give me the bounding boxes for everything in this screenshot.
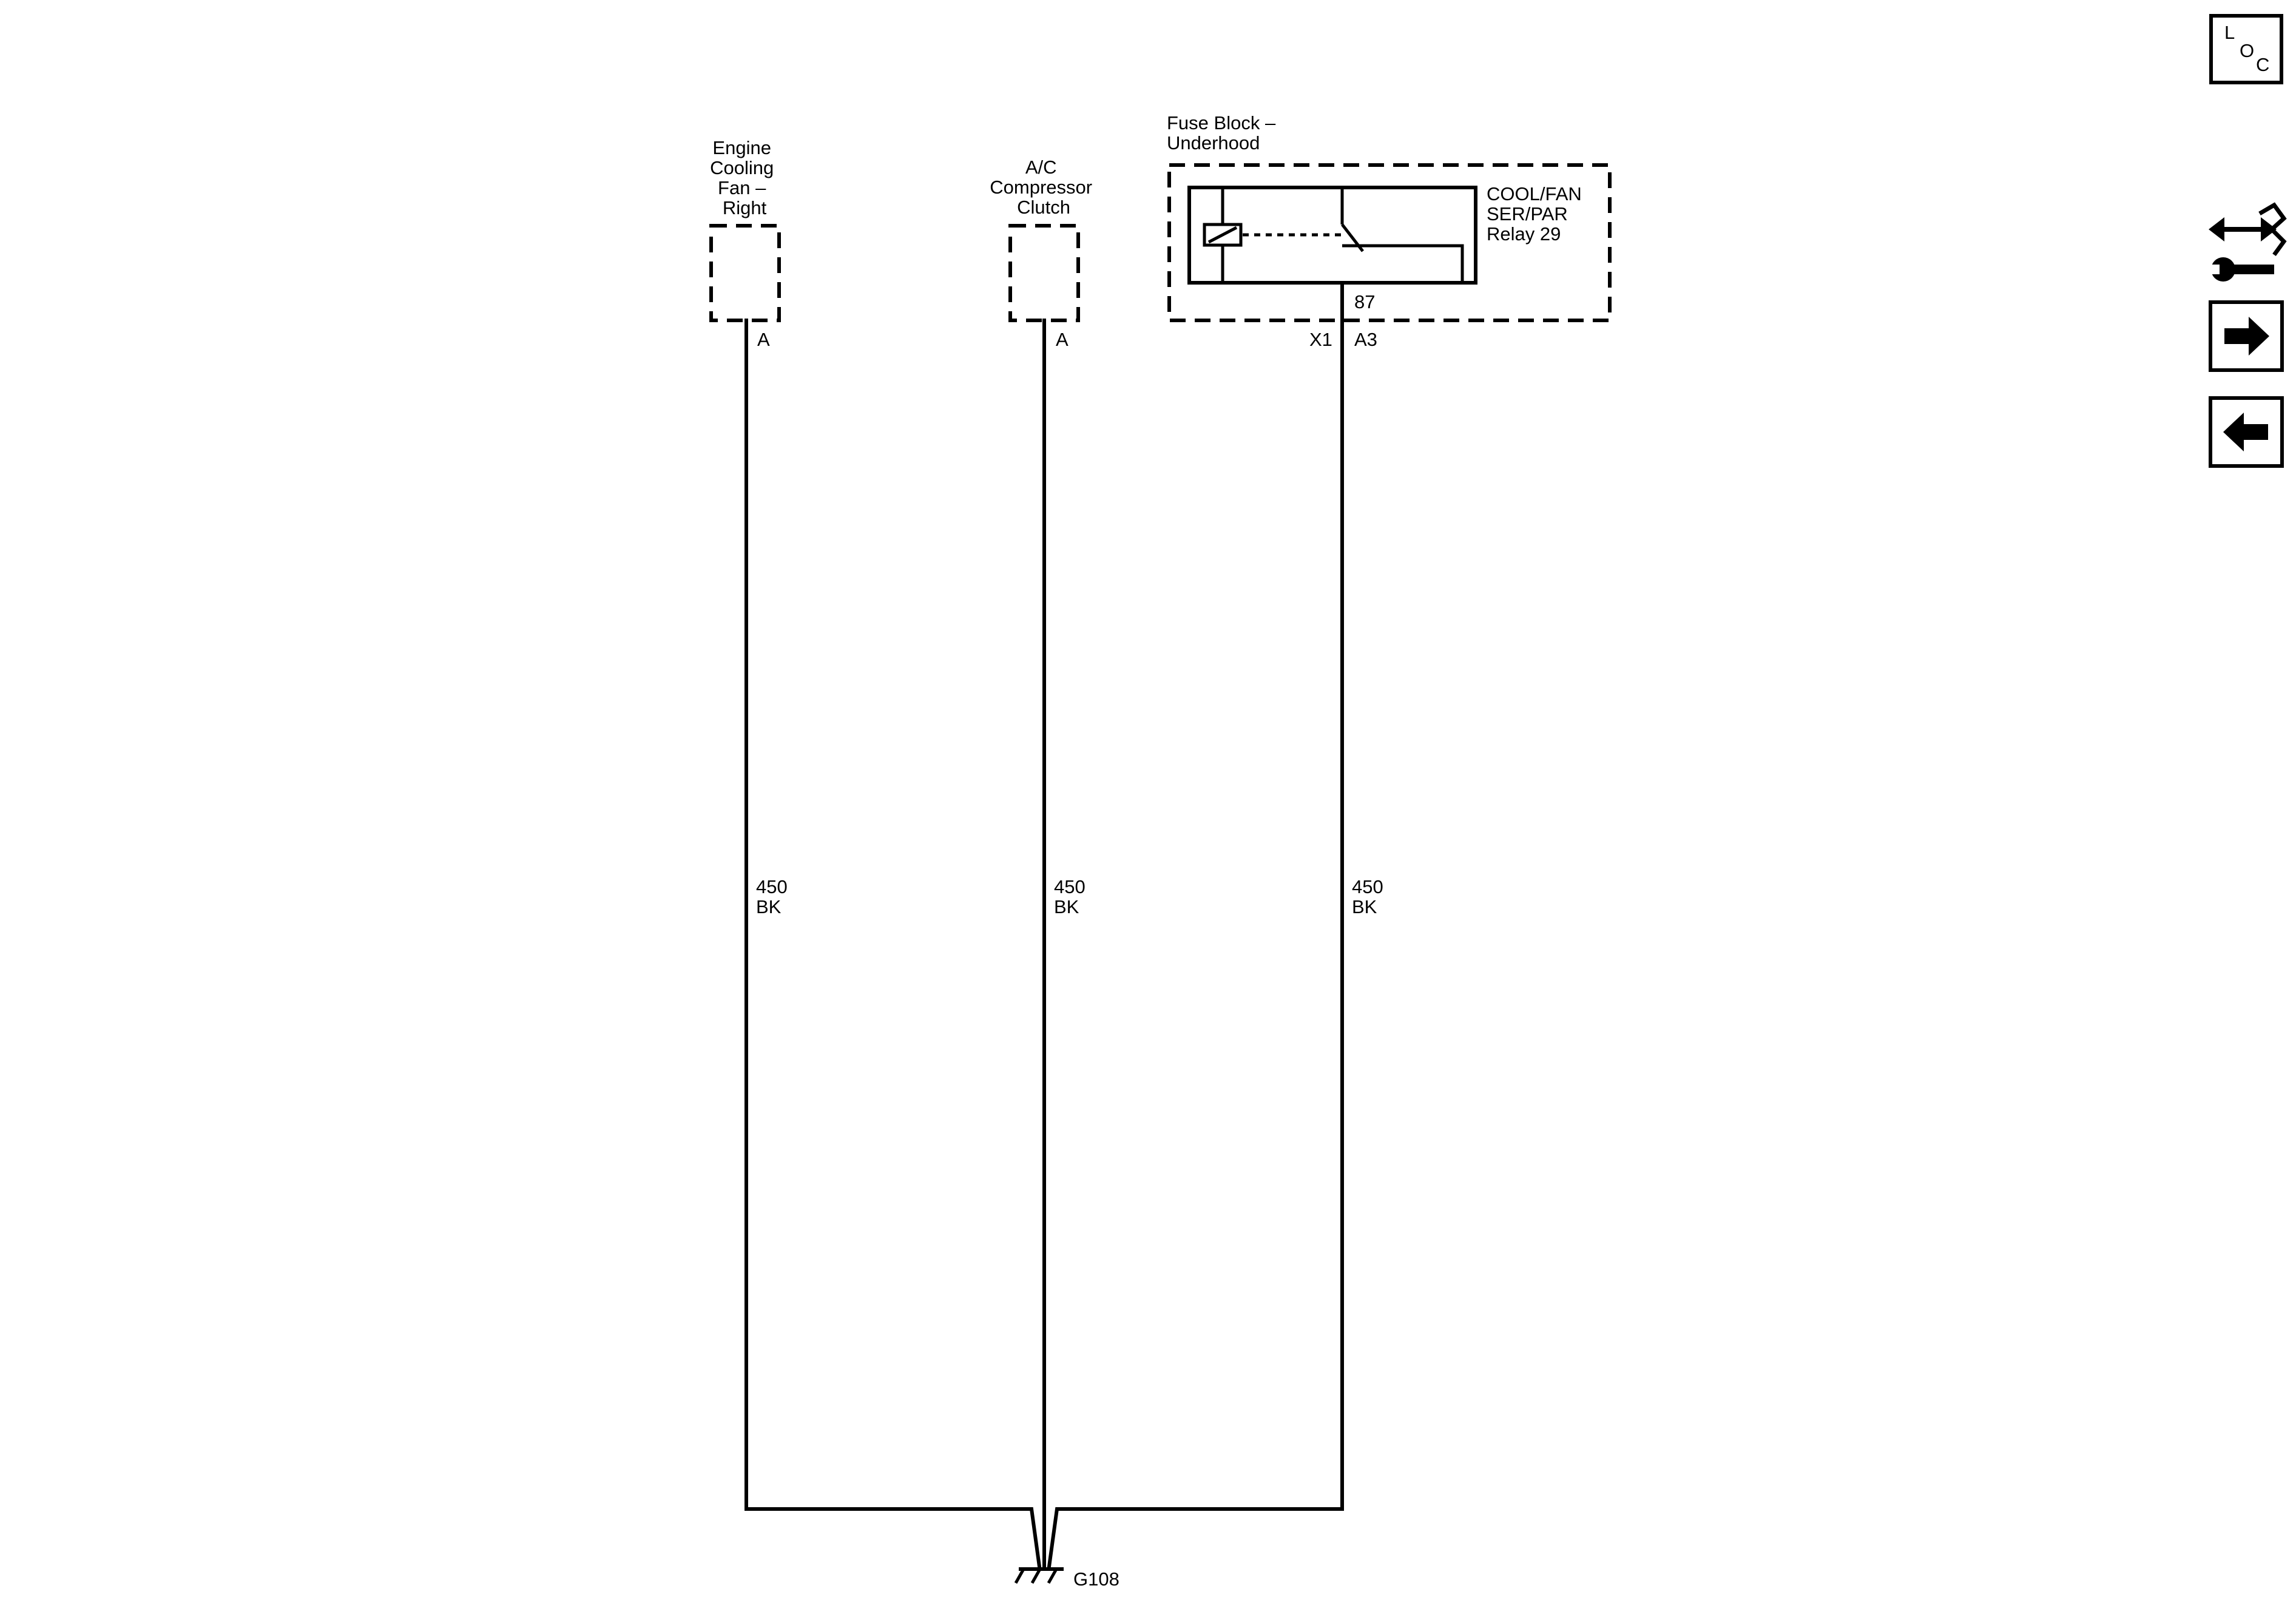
wire-1-label: 450 BK bbox=[756, 876, 792, 917]
fuse-block-label: Fuse Block – Underhood bbox=[1167, 112, 1281, 154]
relay-terminal-label: 87 bbox=[1354, 291, 1375, 312]
next-page-button[interactable] bbox=[2209, 300, 2284, 372]
cooling-fan-component: Engine Cooling Fan – Right A bbox=[709, 137, 781, 350]
svg-text:L: L bbox=[2224, 22, 2235, 43]
cooling-fan-label: Engine Cooling Fan – Right bbox=[710, 137, 779, 218]
ac-clutch-component: A/C Compressor Clutch A bbox=[990, 157, 1097, 350]
arrow-left-icon bbox=[2223, 413, 2268, 451]
svg-text:C: C bbox=[2256, 54, 2269, 75]
loc-button[interactable]: L O C bbox=[2209, 14, 2283, 84]
arrow-right-icon bbox=[2224, 317, 2269, 356]
relay-switch-contact bbox=[1342, 244, 1464, 283]
fuse-block-connector-label: X1 bbox=[1309, 329, 1332, 350]
relay-outline bbox=[1187, 186, 1477, 285]
ground-label: G108 bbox=[1073, 1568, 1119, 1590]
relay-29: COOL/FAN SER/PAR Relay 29 87 bbox=[1187, 183, 1587, 312]
splice-left bbox=[745, 1507, 1042, 1569]
ac-clutch-box bbox=[1008, 224, 1080, 322]
cooling-fan-box bbox=[709, 224, 781, 322]
fuse-block-component: Fuse Block – Underhood COOL/FAN SER/PAR … bbox=[1167, 112, 1612, 350]
connector-wrench-icon[interactable] bbox=[2204, 202, 2287, 282]
splice-right bbox=[1047, 1507, 1344, 1569]
relay-label: COOL/FAN SER/PAR Relay 29 bbox=[1487, 183, 1587, 245]
wire-3-label: 450 BK bbox=[1352, 876, 1388, 917]
ac-clutch-label: A/C Compressor Clutch bbox=[990, 157, 1097, 218]
svg-text:O: O bbox=[2240, 40, 2254, 61]
previous-page-button[interactable] bbox=[2209, 396, 2284, 468]
cooling-fan-pin: A bbox=[757, 329, 770, 350]
wire-2-label: 450 BK bbox=[1054, 876, 1090, 917]
ac-clutch-pin: A bbox=[1056, 329, 1069, 350]
fuse-block-pin-label: A3 bbox=[1354, 329, 1377, 350]
ground-g108: G108 bbox=[1014, 1567, 1119, 1590]
wires: 450 BK 450 BK 450 BK bbox=[745, 281, 1388, 1569]
